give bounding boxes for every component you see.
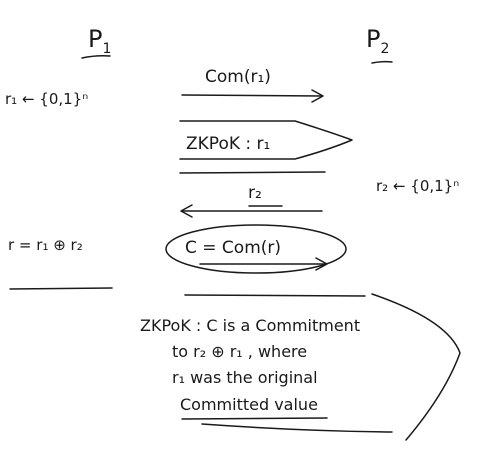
p1-result-underline	[9, 287, 113, 290]
party-p2-underline	[371, 60, 393, 64]
zkpok2-line-1: ZKPoK : C is a Commitment	[140, 316, 360, 335]
c-commit-arrow-head	[315, 257, 328, 271]
p2-sample-text: r₂ ← {0,1}ⁿ	[376, 177, 459, 195]
separator-line-2	[184, 294, 366, 297]
zkpok2-arrow-bottom	[201, 423, 393, 433]
zkpok2-arrow-tip	[371, 293, 461, 441]
party-p1-label: P1	[88, 25, 111, 57]
c-commit-label: C = Com(r)	[185, 238, 281, 258]
c-commit-circle	[165, 224, 347, 274]
party-p2-label: P2	[366, 25, 389, 57]
party-p1-underline	[81, 55, 111, 59]
r2-arrow-head	[180, 204, 193, 218]
commit-arrow-line	[181, 94, 323, 97]
zkpok2-line-2: to r₂ ⊕ r₁ , where	[172, 342, 307, 361]
separator-line-1	[179, 171, 326, 174]
p1-sample-text: r₁ ← {0,1}ⁿ	[5, 90, 88, 108]
zkpok2-line-3: r₁ was the original	[172, 368, 318, 387]
committed-value-underline	[181, 417, 328, 420]
zkpok2-line-4: Committed value	[180, 395, 318, 414]
p1-result-text: r = r₁ ⊕ r₂	[8, 236, 83, 254]
zkpok-r1-arrow-outline	[179, 120, 353, 160]
zkpok-r1-label: ZKPoK : r₁	[186, 134, 270, 154]
r2-label: r₂	[248, 183, 262, 203]
commit-arrow-head	[311, 89, 324, 103]
commit-r1-label: Com(r₁)	[205, 67, 271, 87]
